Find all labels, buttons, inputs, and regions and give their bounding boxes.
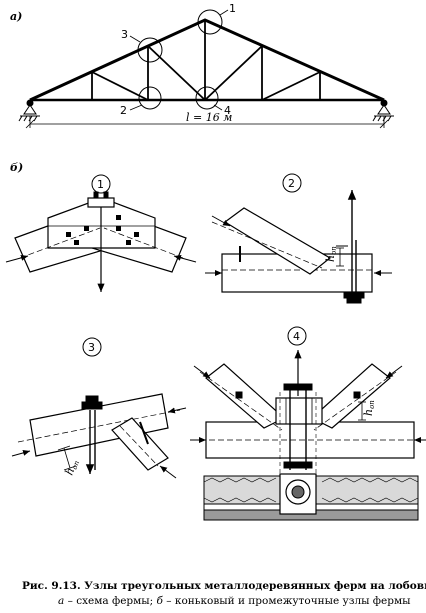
node-2: 2 bbox=[205, 173, 392, 304]
truss-members bbox=[29, 18, 385, 102]
node-circles bbox=[137, 9, 223, 110]
node-3-h-label: hоп bbox=[63, 457, 82, 477]
node-3-number: 3 bbox=[88, 341, 95, 354]
node-3: 3 bbox=[11, 337, 187, 479]
node-leaders bbox=[129, 9, 229, 111]
left-support bbox=[18, 99, 40, 122]
node-number-3: 3 bbox=[121, 28, 128, 41]
node-4-number: 4 bbox=[293, 330, 300, 343]
node-number-4: 4 bbox=[224, 104, 231, 117]
figure-caption-legend: а – схема фермы; б – коньковый и промежу… bbox=[58, 595, 411, 607]
node-number-2: 2 bbox=[120, 104, 127, 117]
node-4-deck bbox=[203, 473, 419, 521]
node-2-number: 2 bbox=[288, 177, 295, 190]
figure-caption-title: Рис. 9.13. Узлы треугольных металлодерев… bbox=[22, 580, 426, 592]
truss-scheme: а) bbox=[10, 2, 394, 129]
node-2-h-label: hоп bbox=[324, 246, 338, 262]
node-4-h-label: hоп bbox=[362, 400, 376, 416]
node-1-ridge: 1 bbox=[5, 174, 197, 292]
node-4: 4 bbox=[190, 326, 426, 500]
label-part-b: б) bbox=[10, 161, 23, 174]
right-support bbox=[372, 99, 394, 122]
node-number-1: 1 bbox=[229, 2, 236, 15]
span-dimension bbox=[25, 116, 389, 129]
span-label: l = 16 м bbox=[186, 111, 232, 124]
label-part-a: а) bbox=[10, 10, 22, 23]
node-1-number: 1 bbox=[97, 178, 104, 191]
